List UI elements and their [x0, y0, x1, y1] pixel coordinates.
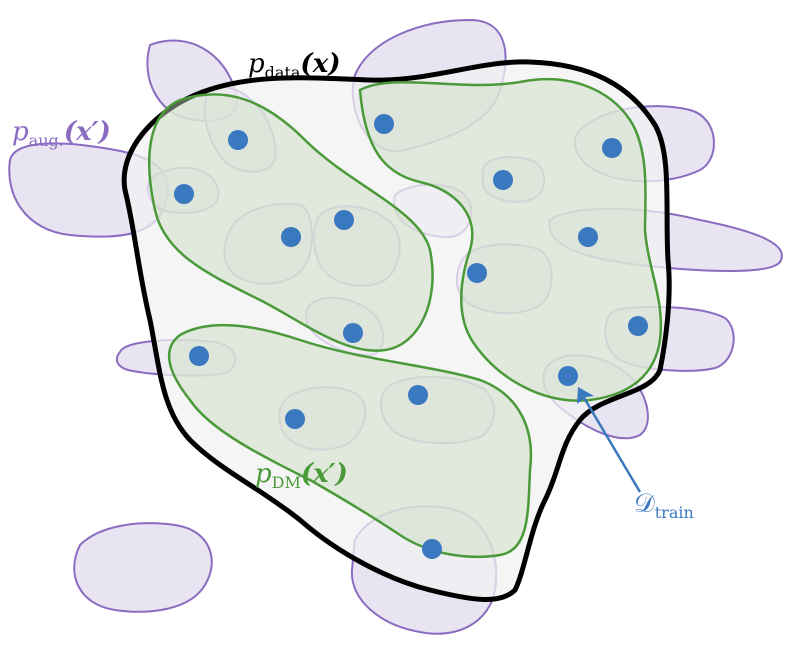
- training-points: [174, 114, 648, 559]
- label-d-train: 𝒟train: [634, 489, 694, 522]
- training-point: [628, 316, 648, 336]
- label-p-data: pdata(x): [248, 49, 341, 82]
- label-p-dm: pDM(x′): [255, 459, 348, 492]
- training-point: [228, 130, 248, 150]
- dm-region-lower: [167, 323, 533, 559]
- training-point: [408, 385, 428, 405]
- aug-blob-bottom-left: [73, 522, 213, 613]
- dm-region-right: [358, 78, 663, 402]
- training-point: [281, 227, 301, 247]
- training-point: [189, 346, 209, 366]
- training-point: [285, 409, 305, 429]
- training-point: [334, 210, 354, 230]
- training-point: [374, 114, 394, 134]
- dm-region-upper-left: [148, 93, 434, 352]
- label-p-aug: paug.(x′): [12, 117, 111, 150]
- training-point: [493, 170, 513, 190]
- training-point: [174, 184, 194, 204]
- training-point: [558, 366, 578, 386]
- training-point: [578, 227, 598, 247]
- training-point: [602, 138, 622, 158]
- training-point: [467, 263, 487, 283]
- training-point: [422, 539, 442, 559]
- training-point: [343, 323, 363, 343]
- dm-regions: [148, 78, 663, 559]
- data-distribution-boundary: [121, 59, 672, 602]
- d-train-arrow: [577, 387, 642, 493]
